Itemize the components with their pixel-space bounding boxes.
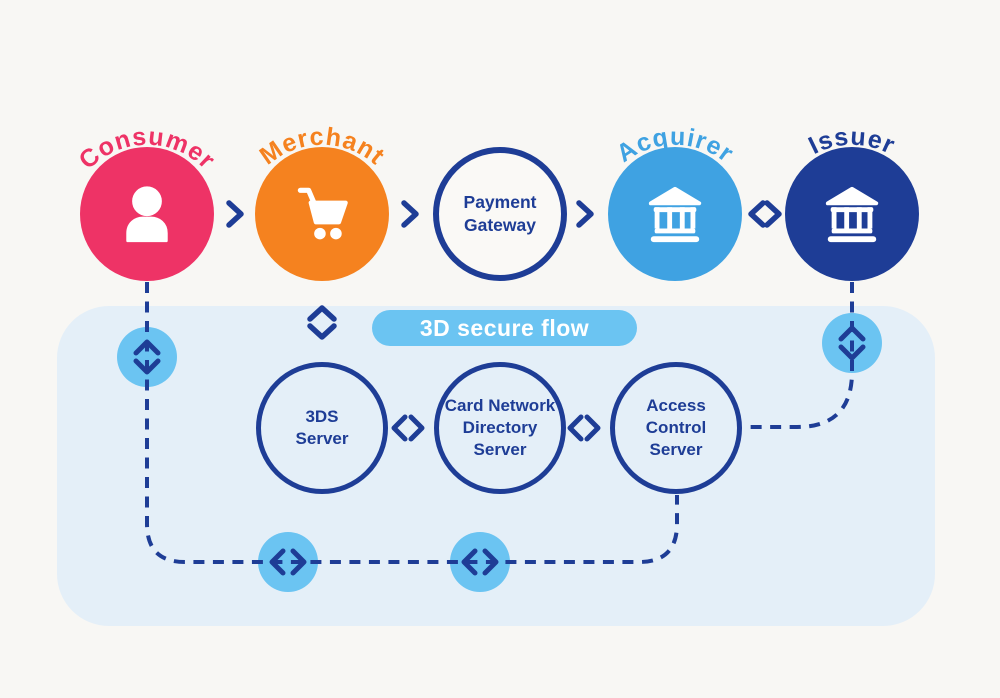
- node-merchant: [255, 147, 389, 281]
- node-payment-gateway: Payment Gateway: [433, 147, 567, 281]
- node-issuer: [785, 147, 919, 281]
- chevron-right-icon: [226, 200, 244, 228]
- chevron-right-icon: [401, 200, 419, 228]
- node-consumer: [80, 147, 214, 281]
- node-card-network-directory-server: Card Network Directory Server: [434, 362, 566, 494]
- node-access-control-server: Access Control Server: [610, 362, 742, 494]
- chevron-right-icon: [576, 200, 594, 228]
- node-acquirer: [608, 147, 742, 281]
- card-network-directory-server-label: Card Network Directory Server: [444, 395, 556, 460]
- secure-flow-badge: 3D secure flow: [372, 310, 637, 346]
- shopping-cart-icon: [297, 187, 348, 240]
- bank-icon: [648, 186, 702, 243]
- bank-icon: [825, 186, 879, 243]
- person-icon: [126, 186, 168, 243]
- 3ds-server-label: 3DS Server: [295, 406, 349, 448]
- payment-gateway-label: Payment Gateway: [463, 192, 537, 235]
- access-control-server-label: Access Control Server: [645, 395, 707, 460]
- double-chevron-icon: [748, 200, 782, 228]
- node-3ds-server: 3DS Server: [256, 362, 388, 494]
